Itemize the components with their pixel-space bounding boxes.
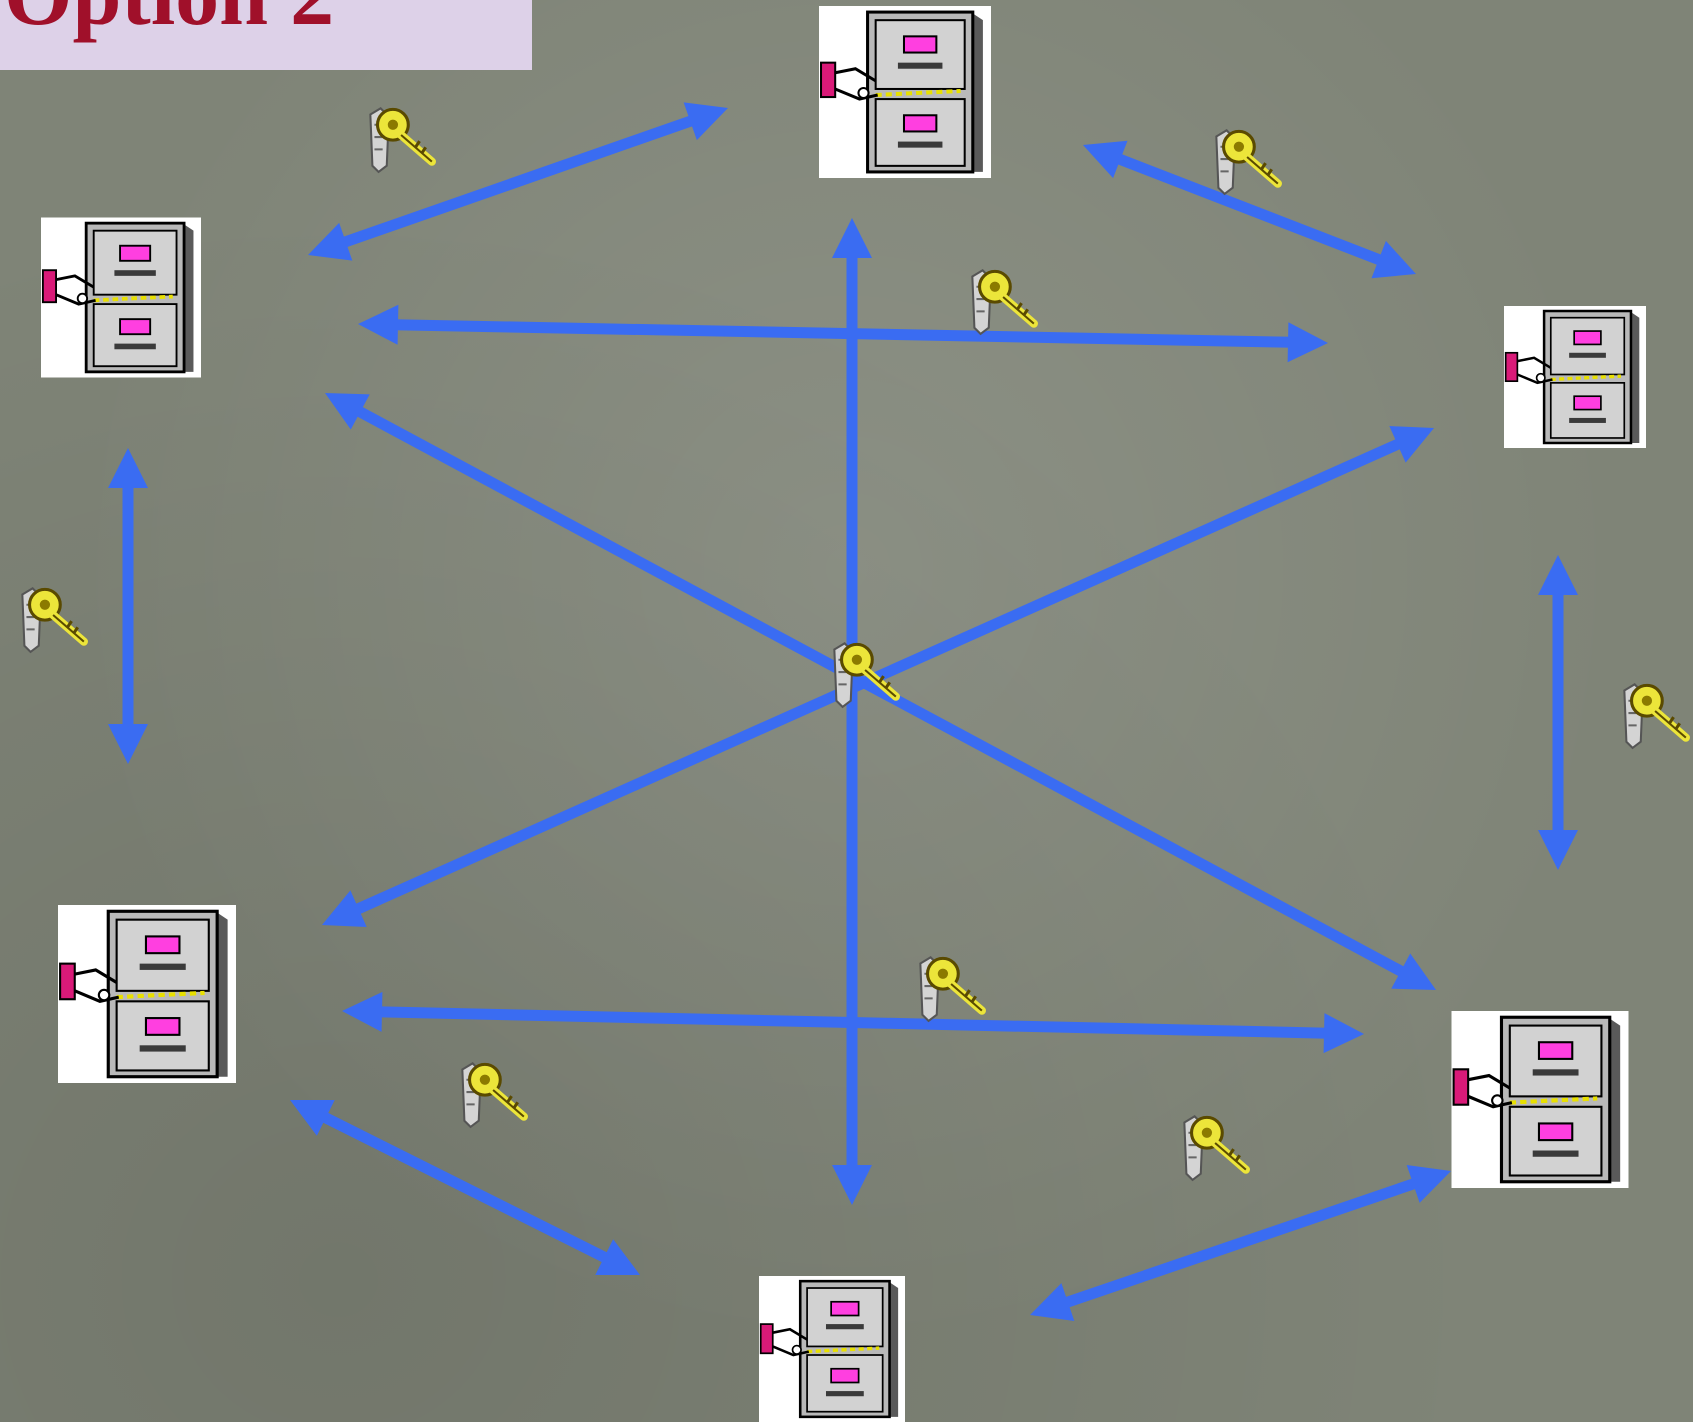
bidirectional-arrow — [1538, 555, 1578, 870]
file-cabinet-icon-upper-left — [41, 217, 201, 378]
arrow-head — [325, 393, 370, 430]
arrow-head — [832, 218, 872, 258]
file-cabinet-icon-lower-left — [58, 905, 236, 1083]
arrow-head — [358, 304, 399, 345]
arrow-head — [683, 102, 728, 141]
arrow-shaft — [340, 114, 696, 249]
arrow-head — [108, 448, 148, 488]
bidirectional-arrow — [1030, 1165, 1451, 1321]
bidirectional-arrow — [308, 102, 728, 261]
bidirectional-arrow — [1083, 140, 1416, 279]
arrow-head — [1406, 1165, 1451, 1203]
bidirectional-arrow — [290, 1100, 640, 1275]
arrow-shaft — [377, 1006, 1329, 1039]
bidirectional-arrow — [832, 218, 872, 1205]
arrow-head — [832, 1165, 872, 1205]
arrow-head — [1287, 322, 1328, 363]
arrow-head — [1389, 426, 1434, 463]
node-layer — [41, 6, 1646, 1422]
arrow-head — [595, 1239, 640, 1275]
arrow-shaft — [1114, 152, 1385, 267]
key-icon-9 — [1184, 1116, 1246, 1180]
arrow-shaft — [393, 319, 1293, 348]
arrow-shaft — [354, 405, 1407, 978]
bidirectional-arrow — [325, 393, 1436, 990]
arrow-shaft — [319, 1111, 611, 1264]
arrow-head — [108, 724, 148, 764]
connector-layer — [108, 102, 1578, 1321]
file-cabinet-icon-top — [819, 6, 991, 178]
file-cabinet-icon-lower-right — [1452, 1011, 1629, 1188]
arrow-head — [1083, 140, 1128, 179]
file-cabinet-icon-bottom — [757, 1276, 907, 1422]
arrow-head — [1323, 1013, 1364, 1054]
key-icon-7 — [920, 957, 982, 1021]
key-icon-2 — [1216, 130, 1278, 194]
arrow-shaft — [1062, 1177, 1419, 1309]
arrow-head — [1538, 555, 1578, 595]
arrow-head — [1538, 830, 1578, 870]
key-icon-4 — [22, 588, 84, 652]
arrow-head — [1391, 953, 1436, 990]
arrow-head — [290, 1100, 335, 1136]
bidirectional-arrow — [108, 448, 148, 764]
arrow-head — [342, 991, 383, 1032]
key-icon-3 — [972, 270, 1034, 334]
slide-title: Option 2 — [4, 0, 334, 40]
title-band: Option 2 — [0, 0, 532, 70]
arrow-head — [1030, 1283, 1075, 1321]
key-icon-1 — [370, 108, 432, 172]
key-icon-6 — [1624, 684, 1686, 748]
file-cabinet-icon-upper-right — [1504, 305, 1646, 449]
bidirectional-arrow — [342, 991, 1364, 1054]
bidirectional-arrow — [358, 304, 1328, 363]
arrow-head — [322, 890, 367, 927]
arrow-head — [1371, 240, 1416, 279]
key-icon-8 — [462, 1063, 523, 1127]
arrow-head — [308, 222, 353, 261]
